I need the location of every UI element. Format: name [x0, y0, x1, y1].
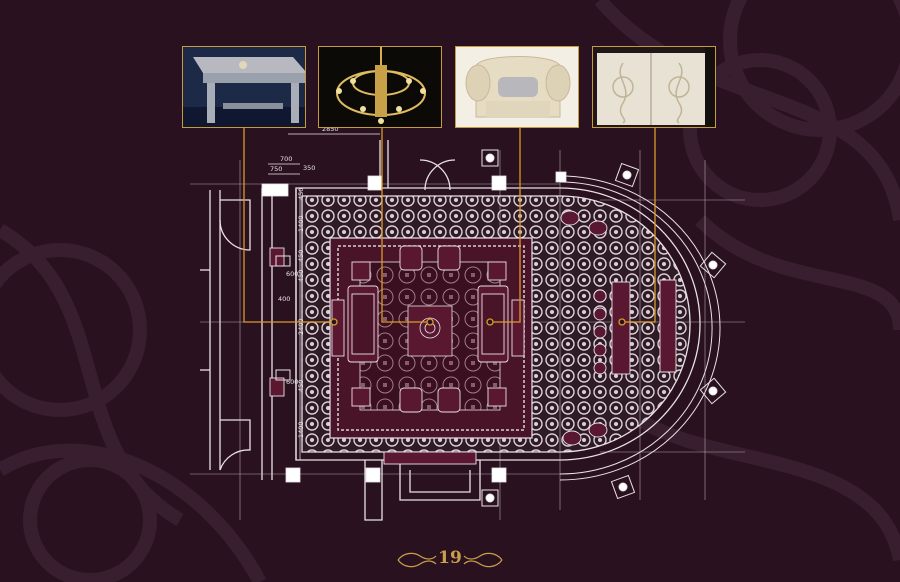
armchair-bottom-1 [399, 387, 423, 413]
leader-armchair [490, 128, 521, 323]
side-table-2 [487, 261, 507, 281]
corner-cabinet-2 [269, 377, 285, 397]
dimension-lines [268, 133, 380, 460]
dim-top-a: 700 [280, 155, 292, 163]
bar-counter [611, 281, 631, 375]
side-table-3 [351, 387, 371, 407]
leader-lines [243, 128, 656, 323]
cabinet-photo [592, 46, 716, 128]
dim-left-2: 1400 [297, 215, 305, 232]
dim-mid-2: 600 [286, 378, 298, 386]
page-ornament-left [397, 552, 437, 568]
armchair-bottom-2 [437, 387, 461, 413]
columns [261, 171, 567, 483]
leader-cabinet [622, 128, 656, 323]
page-number: 19 [438, 548, 462, 568]
console-table-photo [182, 46, 306, 128]
side-table-4 [487, 387, 507, 407]
dim-left-4: 450 [297, 270, 305, 282]
dim-top-c: 350 [303, 164, 315, 172]
armchair-top-1 [399, 245, 423, 271]
page-ornament-right [463, 552, 503, 568]
dim-top-total: 2850 [322, 125, 339, 133]
fireplace [383, 451, 477, 465]
dim-top-b: 750 [270, 165, 282, 173]
fixtures [275, 149, 727, 507]
curved-bench [659, 279, 677, 373]
dim-mid-1: 600 [286, 270, 298, 278]
leader-console [243, 128, 334, 323]
armchair-top-2 [437, 245, 461, 271]
right-console [511, 299, 525, 357]
left-console [331, 299, 345, 357]
dim-left-7: 1400 [297, 421, 305, 438]
chandelier-photo [318, 46, 442, 128]
room-walls [200, 140, 721, 521]
side-table-1 [351, 261, 371, 281]
dim-left-5: 2400 [297, 318, 305, 335]
leader-chandelier [381, 128, 430, 323]
dim-left-3: 450 [297, 250, 305, 262]
corner-cabinet-1 [269, 247, 285, 267]
leader-dots [330, 318, 626, 326]
armchair-photo [455, 46, 579, 128]
dim-left-8: 400 [278, 295, 290, 303]
dim-left-1: 450 [297, 188, 305, 200]
furniture [269, 210, 677, 465]
dim-left-6: 450 [297, 380, 305, 392]
